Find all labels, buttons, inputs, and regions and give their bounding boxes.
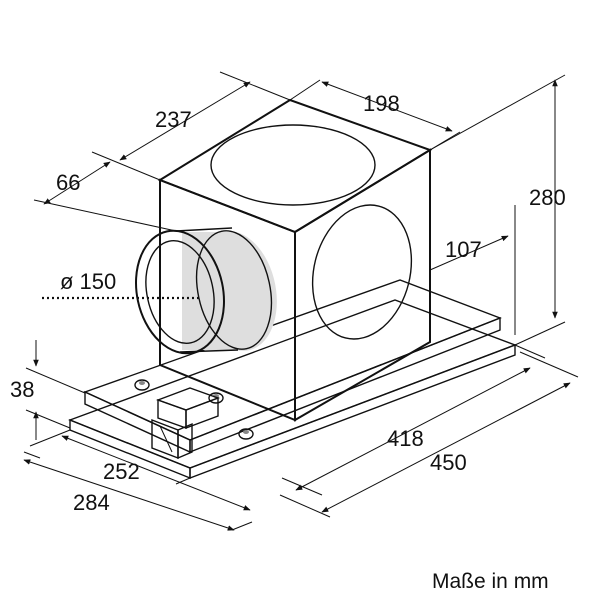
inlet-ring-outer — [135, 229, 225, 355]
top-outlet-circle — [210, 124, 376, 206]
dim-diameter-150: ø 150 — [60, 269, 116, 294]
dim-66: 66 — [56, 170, 80, 195]
dim-237: 237 — [155, 107, 192, 132]
bolt — [134, 379, 150, 391]
box-top-face — [157, 98, 433, 234]
base-plate — [68, 279, 517, 480]
units-caption: Maße in mm — [432, 570, 549, 593]
dim-280: 280 — [529, 185, 566, 210]
inlet-duct — [135, 227, 277, 355]
dim-284: 284 — [73, 490, 110, 515]
dimension-labels: 198 237 66 280 107 ø 150 38 418 450 252 … — [10, 91, 566, 515]
dim-38: 38 — [10, 377, 34, 402]
side-outlet-circle — [311, 204, 413, 340]
dim-198: 198 — [363, 91, 400, 116]
dim-450: 450 — [430, 450, 467, 475]
connector-block — [151, 387, 221, 460]
dim-418: 418 — [387, 426, 424, 451]
base-plate-top — [68, 299, 517, 469]
dimension-lines — [23, 71, 579, 531]
box-right-face — [294, 148, 431, 422]
bolt — [238, 428, 254, 440]
dim-252: 252 — [103, 459, 140, 484]
dim-107: 107 — [445, 237, 482, 262]
